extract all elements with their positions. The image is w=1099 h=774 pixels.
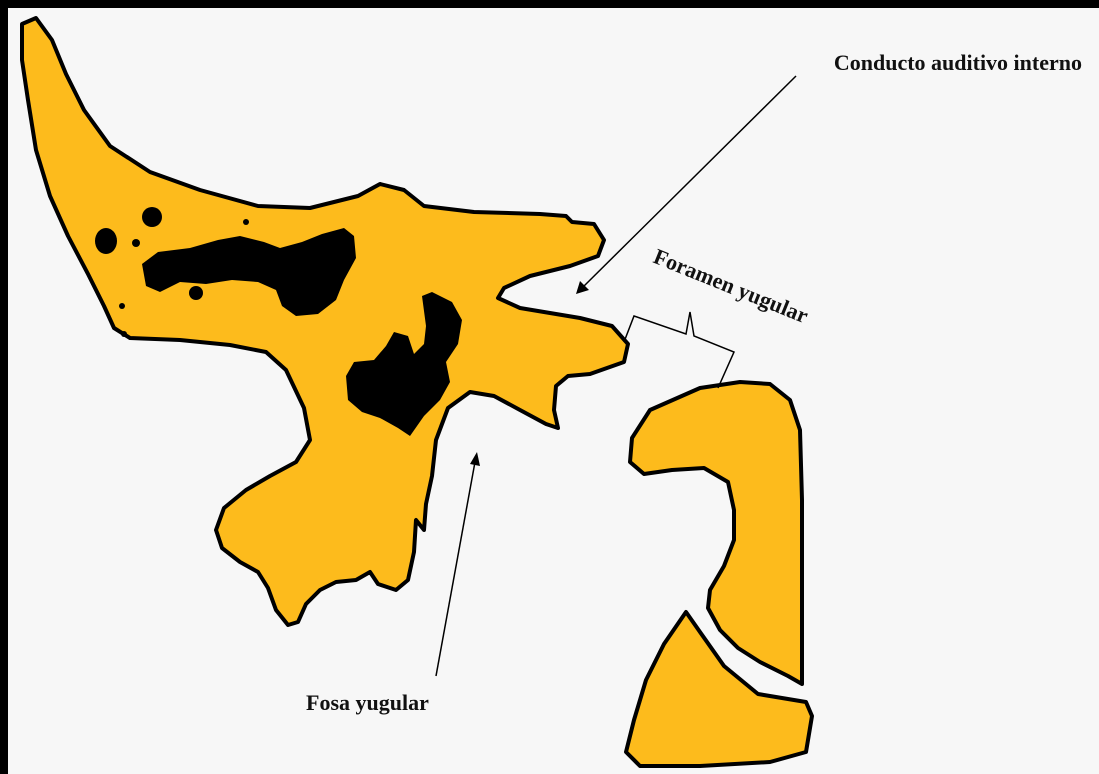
- label-fosa-yugular: Fosa yugular: [306, 690, 429, 715]
- label-conducto-auditivo-interno: Conducto auditivo interno: [834, 50, 1082, 75]
- cavity-dot-3: [243, 219, 249, 225]
- cavity-dot-1: [132, 239, 140, 247]
- cavity-dot-2: [189, 286, 203, 300]
- cavity-dot-5: [121, 331, 127, 337]
- cavity-oval-1: [142, 207, 162, 227]
- cavity-dot-4: [119, 303, 125, 309]
- cavity-oval-2: [95, 228, 117, 254]
